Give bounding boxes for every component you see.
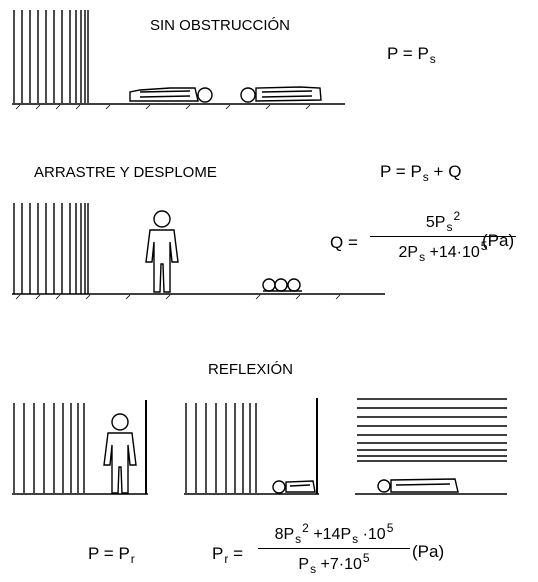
lying-person-3b (272, 480, 316, 494)
shock-wave-lines-3b (185, 403, 257, 493)
reflected-wave-lines (357, 398, 507, 462)
equation-p-equals-pr: P = Pr (88, 544, 135, 566)
title-reflexion: REFLEXIÓN (208, 361, 294, 378)
title-sin-obstruccion: SIN OBSTRUCCIÓN (150, 17, 291, 34)
lying-person-1 (129, 87, 213, 103)
q-numerator: 5Ps2 (425, 209, 461, 234)
equation-p-equals-ps: P = Ps (387, 44, 436, 66)
equation-q-label: Q = (330, 233, 358, 252)
standing-person (145, 210, 179, 293)
equation-pr-fraction: 8Ps2 +14Ps ·105 Ps +7·105 (258, 522, 410, 575)
pr-unit-pa: (Pa) (412, 542, 445, 561)
ground-hatch-2 (15, 294, 341, 300)
shock-wave-lines-2 (13, 203, 89, 294)
shock-wave-lines-3a (13, 403, 85, 493)
lying-person-2 (240, 86, 322, 103)
equation-pr-label: Pr = (212, 544, 244, 566)
equation-q-fraction: 5Ps2 2Ps +14·105 (370, 210, 516, 263)
q-denominator: 2Ps +14·105 (398, 239, 488, 264)
standing-person-reflection (103, 413, 137, 494)
ground-hatch-1 (15, 104, 311, 110)
collapsed-person (262, 278, 302, 292)
shock-wave-lines-1 (13, 10, 89, 103)
q-unit-pa: (Pa) (482, 231, 515, 250)
pr-denominator: Ps +7·105 (298, 551, 370, 576)
lying-person-3c (377, 478, 459, 493)
title-arrastre-desplome: ARRASTRE Y DESPLOME (34, 164, 217, 181)
equation-p-equals-ps-plus-q: P = Ps + Q (380, 162, 462, 184)
pr-numerator: 8Ps2 +14Ps ·105 (274, 521, 394, 546)
